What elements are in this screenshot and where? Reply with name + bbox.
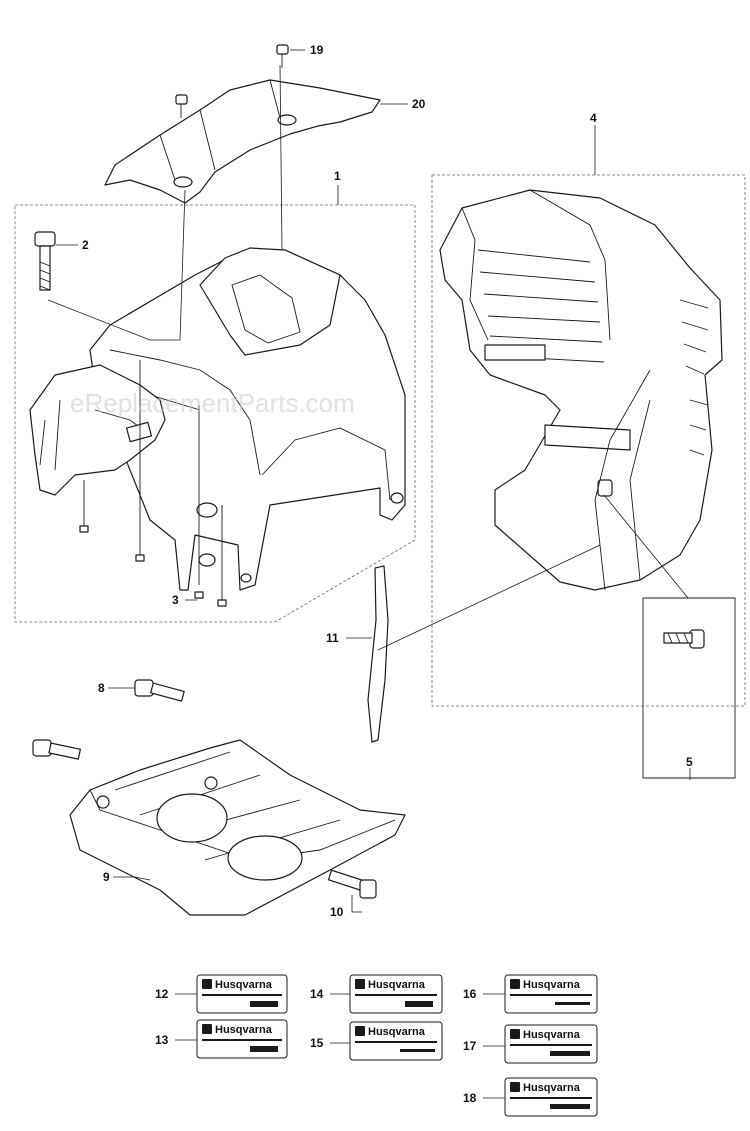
- decal-12[interactable]: [175, 974, 288, 1014]
- callout-13: 13: [155, 1033, 169, 1047]
- callout-18: 18: [463, 1091, 477, 1105]
- callout-8: 8: [98, 681, 105, 695]
- callout-12: 12: [155, 987, 169, 1001]
- decal-18[interactable]: [483, 1077, 598, 1117]
- part-11-to-4-leader: [377, 544, 601, 651]
- decal-18-brand: Husqvarna: [523, 1082, 581, 1094]
- decal-16[interactable]: [483, 974, 598, 1014]
- callout-2: 2: [82, 238, 89, 252]
- callout-1: 1: [334, 169, 341, 183]
- part-4-starter-housing[interactable]: [439, 189, 723, 591]
- callout-4: 4: [590, 111, 597, 125]
- decal-13-brand: Husqvarna: [215, 1024, 273, 1036]
- decal-12-brand: Husqvarna: [215, 979, 273, 991]
- part-5-inset-box: [642, 597, 736, 779]
- part-5-bolt[interactable]: [663, 629, 705, 649]
- callout-10: 10: [330, 905, 344, 919]
- decal-15[interactable]: [330, 1021, 443, 1061]
- callout-15: 15: [310, 1036, 324, 1050]
- decal-13[interactable]: [175, 1019, 288, 1059]
- watermark: eReplacementParts.com: [70, 388, 355, 418]
- part-1-group-outline: [14, 204, 416, 623]
- callout-17: 17: [463, 1039, 477, 1053]
- decal-14-brand: Husqvarna: [368, 979, 426, 991]
- small-screw[interactable]: [79, 360, 227, 607]
- callout-9: 9: [103, 870, 110, 884]
- callout-5: 5: [686, 755, 693, 769]
- decal-15-brand: Husqvarna: [368, 1026, 426, 1038]
- decal-14[interactable]: [330, 974, 443, 1014]
- decal-17-brand: Husqvarna: [523, 1029, 581, 1041]
- part-11-hose[interactable]: [367, 565, 389, 743]
- part-2-bolt[interactable]: [34, 231, 56, 291]
- callout-3: 3: [172, 593, 179, 607]
- callout-14: 14: [310, 987, 324, 1001]
- part-9-skid-plate[interactable]: [69, 739, 406, 916]
- callout-16: 16: [463, 987, 477, 1001]
- part-20-top-plate[interactable]: [104, 79, 381, 204]
- callout-20: 20: [412, 97, 426, 111]
- part-19-screw[interactable]: [175, 44, 289, 118]
- part-5-leader: [603, 494, 689, 599]
- callout-19: 19: [310, 43, 324, 57]
- decal-17[interactable]: [483, 1024, 598, 1064]
- part-10-bolt[interactable]: [327, 869, 377, 899]
- lower-shield: [29, 364, 166, 496]
- part-1-cylinder-cover[interactable]: [89, 247, 406, 591]
- callout-11: 11: [326, 631, 339, 645]
- part-8-bolt[interactable]: [32, 679, 185, 760]
- decal-16-brand: Husqvarna: [523, 979, 581, 991]
- callout-leaders: [47, 49, 691, 913]
